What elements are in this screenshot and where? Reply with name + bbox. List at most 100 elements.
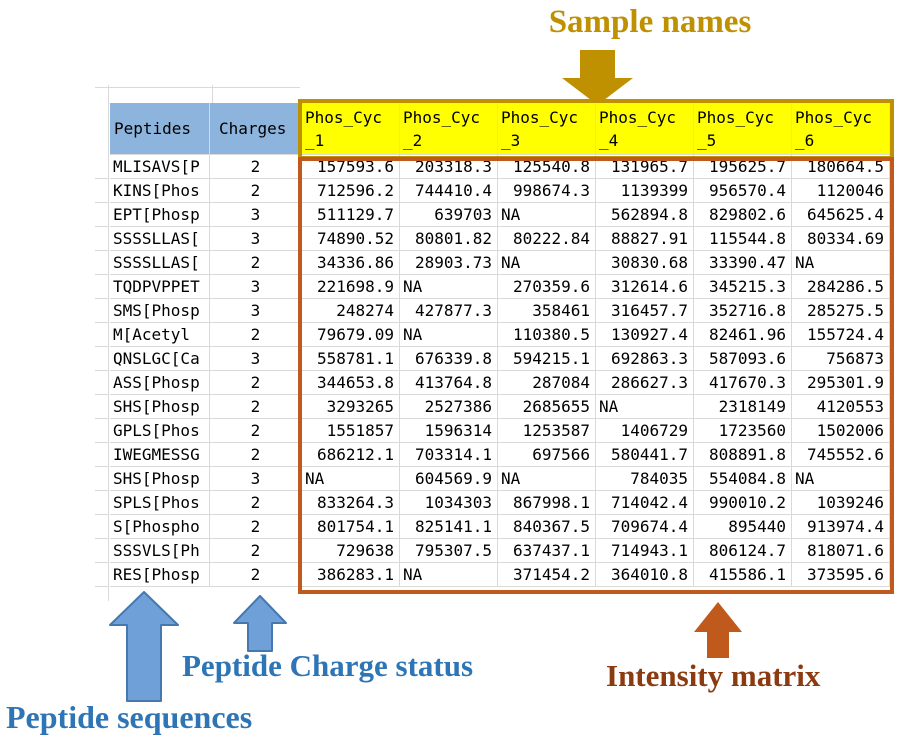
intensity-cell[interactable]: 312614.6 bbox=[596, 275, 694, 299]
peptide-cell[interactable]: KINS[Phos bbox=[110, 179, 210, 203]
intensity-cell[interactable]: 131965.7 bbox=[596, 155, 694, 179]
intensity-cell[interactable]: 808891.8 bbox=[694, 443, 792, 467]
intensity-cell[interactable]: 1723560 bbox=[694, 419, 792, 443]
intensity-cell[interactable]: 79679.09 bbox=[302, 323, 400, 347]
intensity-cell[interactable]: 1406729 bbox=[596, 419, 694, 443]
charge-cell[interactable]: 2 bbox=[210, 155, 302, 179]
charge-cell[interactable]: 3 bbox=[210, 203, 302, 227]
charge-cell[interactable]: 3 bbox=[210, 227, 302, 251]
intensity-cell[interactable]: 709674.4 bbox=[596, 515, 694, 539]
intensity-cell[interactable]: 998674.3 bbox=[498, 179, 596, 203]
intensity-cell[interactable]: 82461.96 bbox=[694, 323, 792, 347]
intensity-cell[interactable]: 745552.6 bbox=[792, 443, 890, 467]
intensity-cell[interactable]: 80334.69 bbox=[792, 227, 890, 251]
intensity-cell[interactable]: 712596.2 bbox=[302, 179, 400, 203]
intensity-cell[interactable]: 285275.5 bbox=[792, 299, 890, 323]
intensity-cell[interactable]: 697566 bbox=[498, 443, 596, 467]
charge-cell[interactable]: 3 bbox=[210, 347, 302, 371]
sample-column-header-2[interactable]: Phos_Cyc _2 bbox=[400, 103, 498, 155]
intensity-cell[interactable]: NA bbox=[596, 395, 694, 419]
intensity-cell[interactable]: 818071.6 bbox=[792, 539, 890, 563]
charges-column-header[interactable]: Charges bbox=[210, 103, 302, 155]
intensity-cell[interactable]: 692863.3 bbox=[596, 347, 694, 371]
intensity-cell[interactable]: 587093.6 bbox=[694, 347, 792, 371]
charge-cell[interactable]: 2 bbox=[210, 539, 302, 563]
intensity-cell[interactable]: 352716.8 bbox=[694, 299, 792, 323]
intensity-cell[interactable]: 1253587 bbox=[498, 419, 596, 443]
intensity-cell[interactable]: 30830.68 bbox=[596, 251, 694, 275]
intensity-cell[interactable]: 221698.9 bbox=[302, 275, 400, 299]
charge-cell[interactable]: 2 bbox=[210, 515, 302, 539]
peptide-cell[interactable]: EPT[Phosp bbox=[110, 203, 210, 227]
intensity-cell[interactable]: 371454.2 bbox=[498, 563, 596, 587]
peptide-cell[interactable]: ASS[Phosp bbox=[110, 371, 210, 395]
intensity-cell[interactable]: 195625.7 bbox=[694, 155, 792, 179]
intensity-cell[interactable]: 554084.8 bbox=[694, 467, 792, 491]
charge-cell[interactable]: 2 bbox=[210, 419, 302, 443]
intensity-cell[interactable]: 558781.1 bbox=[302, 347, 400, 371]
peptide-cell[interactable]: M[Acetyl bbox=[110, 323, 210, 347]
intensity-cell[interactable]: 344653.8 bbox=[302, 371, 400, 395]
intensity-cell[interactable]: 645625.4 bbox=[792, 203, 890, 227]
intensity-cell[interactable]: 386283.1 bbox=[302, 563, 400, 587]
intensity-cell[interactable]: 829802.6 bbox=[694, 203, 792, 227]
intensity-cell[interactable]: 427877.3 bbox=[400, 299, 498, 323]
intensity-cell[interactable]: 956570.4 bbox=[694, 179, 792, 203]
intensity-cell[interactable]: 270359.6 bbox=[498, 275, 596, 299]
intensity-cell[interactable]: 639703 bbox=[400, 203, 498, 227]
intensity-cell[interactable]: 806124.7 bbox=[694, 539, 792, 563]
intensity-cell[interactable]: 373595.6 bbox=[792, 563, 890, 587]
intensity-cell[interactable]: 4120553 bbox=[792, 395, 890, 419]
peptide-cell[interactable]: SHS[Phosp bbox=[110, 395, 210, 419]
intensity-cell[interactable]: 1034303 bbox=[400, 491, 498, 515]
intensity-cell[interactable]: 34336.86 bbox=[302, 251, 400, 275]
intensity-cell[interactable]: 88827.91 bbox=[596, 227, 694, 251]
intensity-cell[interactable]: 840367.5 bbox=[498, 515, 596, 539]
intensity-cell[interactable]: 155724.4 bbox=[792, 323, 890, 347]
intensity-cell[interactable]: 2685655 bbox=[498, 395, 596, 419]
intensity-cell[interactable]: NA bbox=[498, 467, 596, 491]
intensity-cell[interactable]: 825141.1 bbox=[400, 515, 498, 539]
intensity-cell[interactable]: 286627.3 bbox=[596, 371, 694, 395]
sample-column-header-1[interactable]: Phos_Cyc _1 bbox=[302, 103, 400, 155]
peptide-cell[interactable]: GPLS[Phos bbox=[110, 419, 210, 443]
intensity-cell[interactable]: 248274 bbox=[302, 299, 400, 323]
intensity-cell[interactable]: 867998.1 bbox=[498, 491, 596, 515]
intensity-cell[interactable]: 28903.73 bbox=[400, 251, 498, 275]
peptide-cell[interactable]: S[Phospho bbox=[110, 515, 210, 539]
charge-cell[interactable]: 3 bbox=[210, 275, 302, 299]
charge-cell[interactable]: 2 bbox=[210, 491, 302, 515]
intensity-cell[interactable]: 833264.3 bbox=[302, 491, 400, 515]
intensity-cell[interactable]: 580441.7 bbox=[596, 443, 694, 467]
intensity-cell[interactable]: 744410.4 bbox=[400, 179, 498, 203]
intensity-cell[interactable]: NA bbox=[498, 203, 596, 227]
intensity-cell[interactable]: 80222.84 bbox=[498, 227, 596, 251]
intensity-cell[interactable]: 413764.8 bbox=[400, 371, 498, 395]
intensity-cell[interactable]: NA bbox=[400, 563, 498, 587]
peptide-cell[interactable]: IWEGMESSG bbox=[110, 443, 210, 467]
intensity-cell[interactable]: 180664.5 bbox=[792, 155, 890, 179]
intensity-cell[interactable]: 1139399 bbox=[596, 179, 694, 203]
intensity-cell[interactable]: NA bbox=[400, 275, 498, 299]
peptide-cell[interactable]: MLISAVS[P bbox=[110, 155, 210, 179]
charge-cell[interactable]: 2 bbox=[210, 443, 302, 467]
intensity-cell[interactable]: 3293265 bbox=[302, 395, 400, 419]
intensity-cell[interactable]: 1596314 bbox=[400, 419, 498, 443]
intensity-cell[interactable]: 990010.2 bbox=[694, 491, 792, 515]
intensity-cell[interactable]: 714042.4 bbox=[596, 491, 694, 515]
intensity-cell[interactable]: 1502006 bbox=[792, 419, 890, 443]
intensity-cell[interactable]: 358461 bbox=[498, 299, 596, 323]
peptide-cell[interactable]: TQDPVPPET bbox=[110, 275, 210, 299]
charge-cell[interactable]: 2 bbox=[210, 251, 302, 275]
intensity-cell[interactable]: 157593.6 bbox=[302, 155, 400, 179]
intensity-cell[interactable]: 295301.9 bbox=[792, 371, 890, 395]
intensity-cell[interactable]: 287084 bbox=[498, 371, 596, 395]
intensity-cell[interactable]: 594215.1 bbox=[498, 347, 596, 371]
intensity-cell[interactable]: 562894.8 bbox=[596, 203, 694, 227]
charge-cell[interactable]: 2 bbox=[210, 563, 302, 587]
peptide-cell[interactable]: SHS[Phosp bbox=[110, 467, 210, 491]
intensity-cell[interactable]: 1120046 bbox=[792, 179, 890, 203]
charge-cell[interactable]: 3 bbox=[210, 467, 302, 491]
intensity-cell[interactable]: 801754.1 bbox=[302, 515, 400, 539]
intensity-cell[interactable]: 284286.5 bbox=[792, 275, 890, 299]
